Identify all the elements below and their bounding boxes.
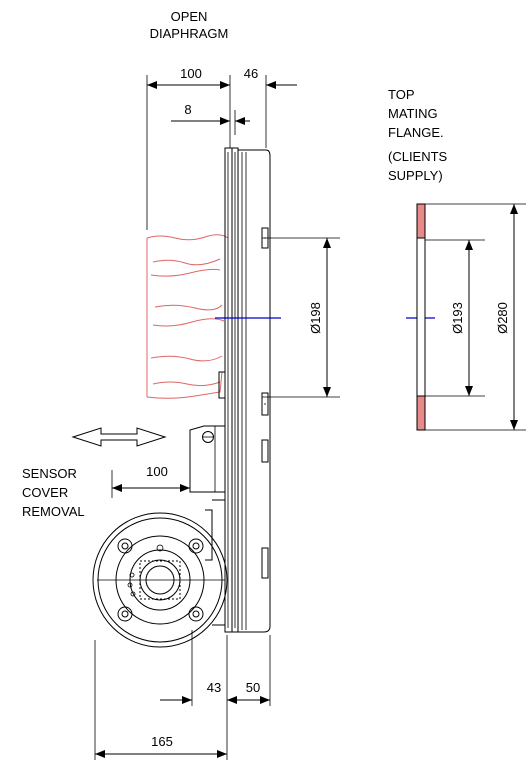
dim-280: Ø280 xyxy=(495,302,510,334)
top-flange-line-2: MATING xyxy=(388,106,438,121)
open-diaphragm-line-2: DIAPHRAGM xyxy=(150,26,229,41)
top-dimensions: 100 46 8 xyxy=(146,66,297,230)
top-flange-label: TOP MATING FLANGE. (CLIENTS SUPPLY) xyxy=(388,87,448,183)
valve-body xyxy=(189,147,271,633)
open-diaphragm xyxy=(146,234,229,399)
top-flange xyxy=(416,203,426,431)
dim-165: 165 xyxy=(151,734,173,749)
sensor-cover-line-1: SENSOR xyxy=(22,466,77,481)
open-diaphragm-label: OPEN DIAPHRAGM xyxy=(150,9,229,41)
removal-arrow xyxy=(71,427,167,447)
sensor-cover-label: SENSOR COVER REMOVAL xyxy=(22,466,85,519)
dim-100-sensor-group: 100 xyxy=(111,464,190,498)
rotary-actuator xyxy=(92,512,228,648)
dim-100-sensor: 100 xyxy=(146,464,168,479)
actuator-bolts xyxy=(117,538,204,622)
top-flange-line-1: TOP xyxy=(388,87,415,102)
dim-46: 46 xyxy=(244,66,258,81)
dim-43: 43 xyxy=(207,680,221,695)
sensor-cover-line-2: COVER xyxy=(22,485,68,500)
dim-198-group: Ø198 xyxy=(262,237,340,398)
dim-193: Ø193 xyxy=(450,302,465,334)
sensor-cover-line-3: REMOVAL xyxy=(22,504,85,519)
bottom-dimensions: 43 50 165 xyxy=(94,630,271,760)
dim-50: 50 xyxy=(246,680,260,695)
dim-193-group: Ø193 xyxy=(425,239,485,397)
dim-198: Ø198 xyxy=(308,302,323,334)
top-flange-line-5: SUPPLY) xyxy=(388,168,443,183)
top-flange-line-4: (CLIENTS xyxy=(388,149,448,164)
top-flange-line-3: FLANGE. xyxy=(388,125,444,140)
open-diaphragm-line-1: OPEN xyxy=(171,9,208,24)
dim-280-group: Ø280 xyxy=(425,203,526,431)
dim-100-top: 100 xyxy=(180,66,202,81)
dim-8: 8 xyxy=(184,102,191,117)
